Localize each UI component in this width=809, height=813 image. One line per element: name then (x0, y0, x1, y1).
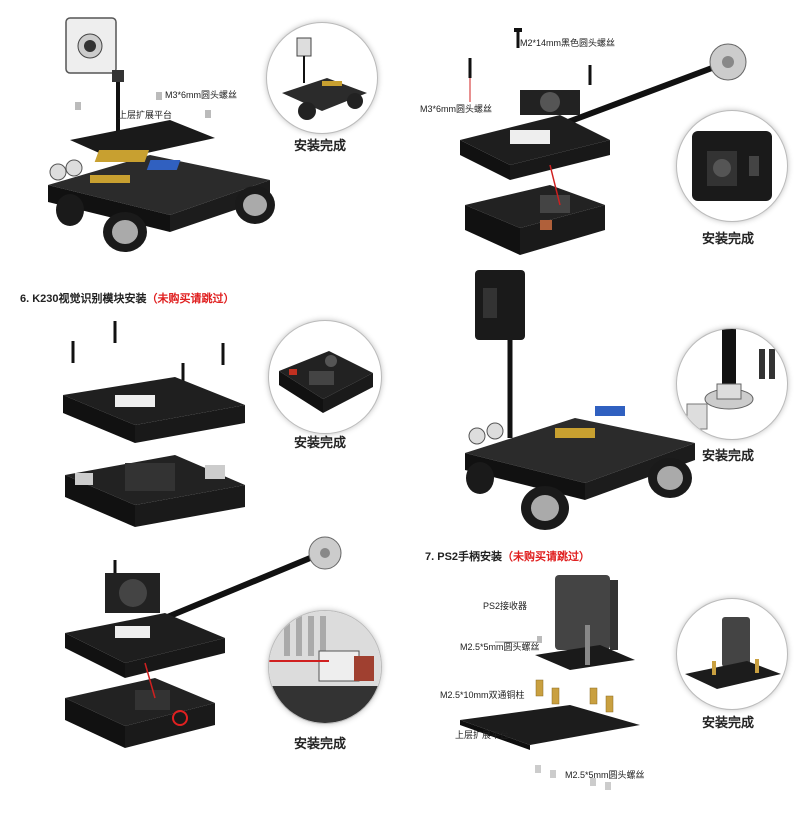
section-7-title: 7. PS2手柄安装（未购买请跳过） (425, 548, 590, 564)
section-6-title-text: 6. K230视觉识别模块安装 (20, 293, 147, 305)
inset-ps2-completed (676, 598, 788, 710)
inset-completed-car-a (266, 22, 378, 134)
label-m25-5mm-screw-a: M2.5*5mm圆头螺丝 (460, 642, 540, 652)
fan-bracket-exploded-illustration (55, 528, 355, 753)
car-assembly-k230-illustration (445, 268, 705, 538)
ps2-receiver-exploded-illustration (440, 570, 660, 800)
label-m25-5mm-screw-b: M2.5*5mm圆头螺丝 (565, 770, 645, 780)
done-label-d: 安装完成 (702, 448, 755, 463)
section-7-title-text: 7. PS2手柄安装 (425, 551, 503, 563)
done-label-c: 安装完成 (294, 435, 347, 450)
label-m2-14mm-screw: M2*14mm黑色圆头螺丝 (520, 38, 616, 48)
label-m3-6mm-screw-right: M3*6mm圆头螺丝 (420, 104, 493, 114)
label-upper-platform-top: 上层扩展平台 (118, 110, 173, 120)
k230-exploded-illustration (55, 315, 255, 530)
section-7-note: （未购买请跳过） (502, 551, 591, 563)
label-m25-10mm-standoff: M2.5*10mm双通铜柱 (440, 690, 525, 700)
done-label-b: 安装完成 (702, 231, 755, 246)
done-label-e: 安装完成 (294, 736, 347, 751)
done-label-a: 安装完成 (294, 138, 347, 153)
done-label-f: 安装完成 (702, 715, 755, 730)
car-assembly-camera-illustration (30, 10, 290, 252)
label-ps2-receiver: PS2接收器 (483, 601, 528, 611)
label-upper-platform-bottom: 上层扩展平台 (455, 730, 510, 740)
inset-camera-completed (676, 110, 788, 222)
label-m3-6mm-screw-top: M3*6mm圆头螺丝 (165, 90, 238, 100)
inset-connector-completed (268, 610, 382, 724)
section-6-title: 6. K230视觉识别模块安装（未购买请跳过） (20, 290, 235, 306)
inset-pole-mount-completed (676, 328, 788, 440)
camera-bracket-exploded-illustration (430, 28, 750, 270)
inset-k230-completed (268, 320, 382, 434)
section-6-note: （未购买请跳过） (146, 293, 235, 305)
